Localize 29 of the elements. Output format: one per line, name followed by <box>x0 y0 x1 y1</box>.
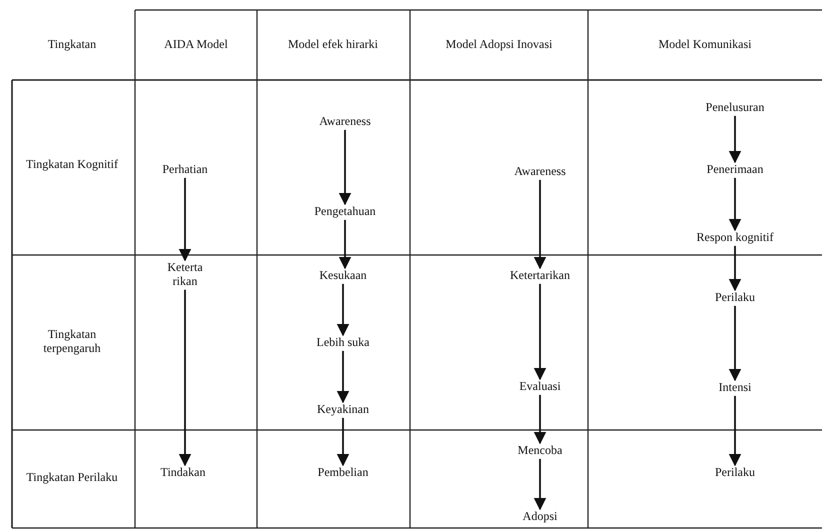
node-label: Keterta rikan <box>167 260 203 288</box>
arrow <box>728 246 742 292</box>
arrow <box>178 290 192 466</box>
arrow <box>728 116 742 164</box>
arrow <box>336 350 350 404</box>
arrow <box>336 418 350 466</box>
row-header: Tingkatan Perilaku <box>25 471 119 485</box>
stage-label: Keyakinan <box>315 403 371 417</box>
column-header: Model Adopsi Inovasi <box>444 38 554 52</box>
arrow <box>728 306 742 382</box>
arrow <box>338 220 352 270</box>
arrow <box>534 394 546 444</box>
arrow <box>338 130 352 206</box>
row-header: Tingkatan Kognitif <box>25 158 119 172</box>
stage-label: Respon kognitif <box>694 231 776 245</box>
stage-label: Adopsi <box>520 510 560 524</box>
column-header: Model Komunikasi <box>658 38 752 52</box>
arrow <box>178 178 192 262</box>
column-header: Tingkatan <box>46 38 98 52</box>
arrow <box>336 284 350 336</box>
arrow <box>534 284 546 380</box>
arrow <box>728 396 742 466</box>
column-header: AIDA Model <box>163 38 229 52</box>
arrow <box>534 180 546 270</box>
column-header: Model efek hirarki <box>287 38 379 52</box>
row-header: Tingkatan terpengaruh <box>42 328 102 356</box>
arrow <box>728 178 742 232</box>
arrow <box>534 458 546 510</box>
stage-label: Pengetahuan <box>312 205 378 219</box>
